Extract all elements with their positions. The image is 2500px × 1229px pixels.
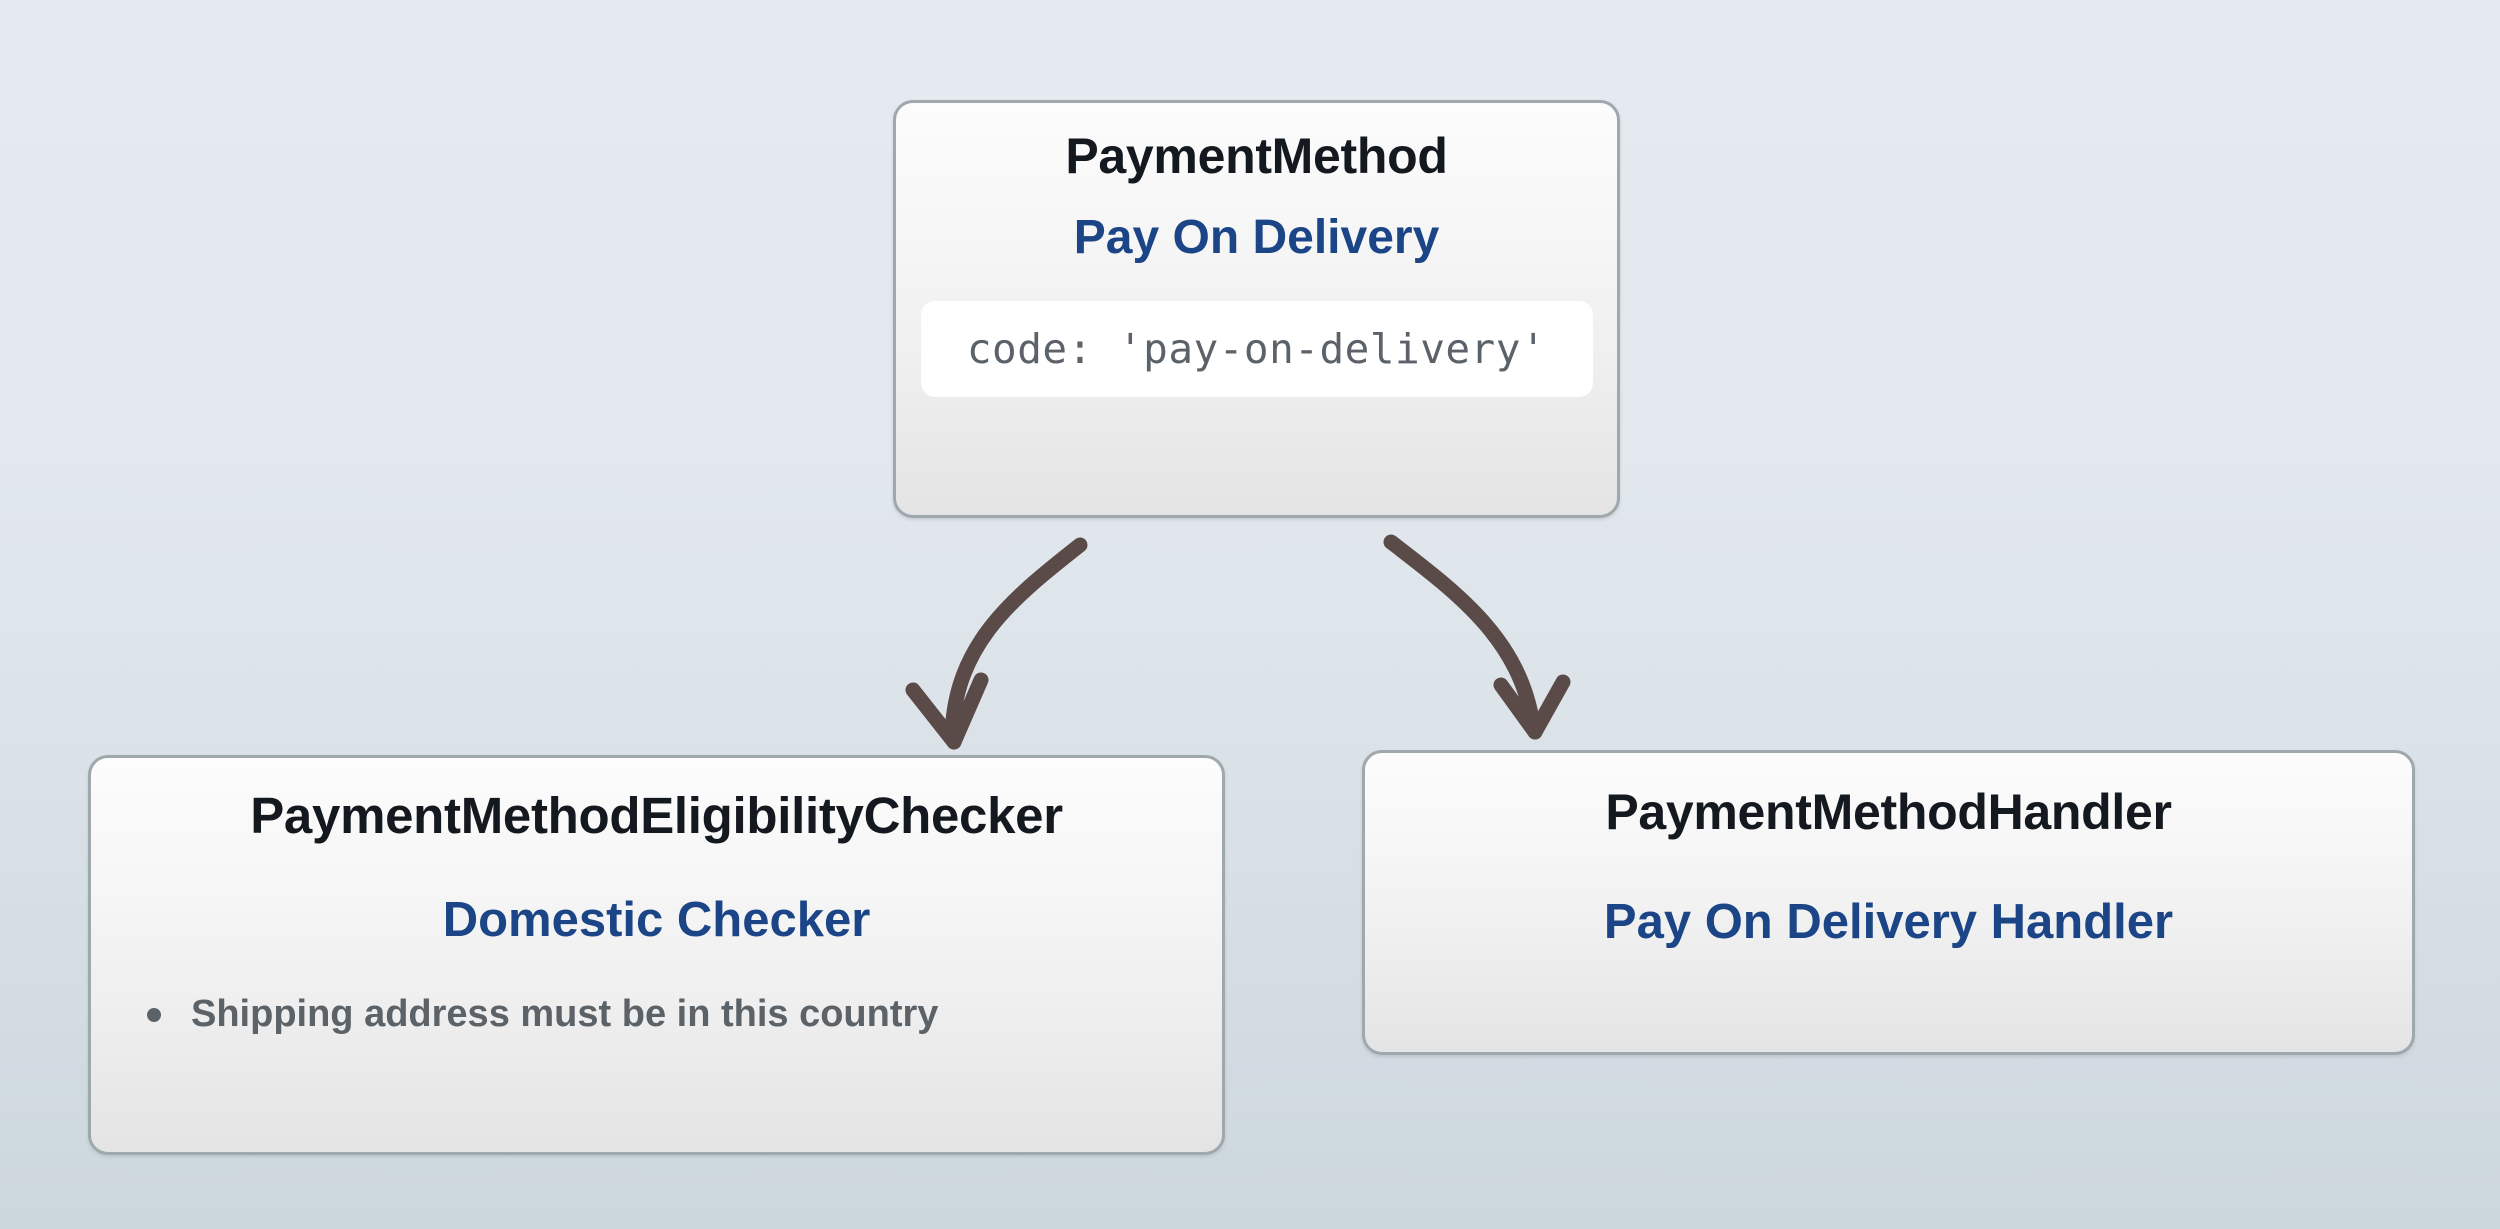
criteria-text: Shipping address must be in this country [191, 992, 939, 1035]
bullet-icon [147, 1007, 161, 1022]
node-payment-method-handler[interactable]: PaymentMethodHandler Pay On Delivery Han… [1362, 750, 2415, 1055]
node-eligibility-checker-type: PaymentMethodEligibilityChecker [250, 787, 1063, 844]
node-payment-method-type: PaymentMethod [1065, 128, 1448, 184]
code-chip: code: 'pay-on-delivery' [920, 300, 1593, 397]
node-payment-method-code: code: 'pay-on-delivery' [966, 324, 1547, 373]
criteria-list: Shipping address must be in this country [91, 992, 1222, 1038]
node-handler-label: Pay On Delivery Handler [1603, 895, 2174, 949]
node-payment-method-label: Pay On Delivery [1073, 211, 1440, 264]
node-payment-method-eligibility-checker[interactable]: PaymentMethodEligibilityChecker Domestic… [88, 755, 1225, 1155]
list-item: Shipping address must be in this country [147, 992, 1222, 1038]
node-payment-method[interactable]: PaymentMethod Pay On Delivery code: 'pay… [893, 100, 1620, 518]
edge-payment-method-to-handler [1383, 534, 1571, 740]
node-handler-type: PaymentMethodHandler [1605, 784, 2172, 840]
edge-payment-method-to-eligibility-checker [905, 537, 1088, 750]
node-eligibility-checker-label: Domestic Checker [442, 893, 871, 948]
